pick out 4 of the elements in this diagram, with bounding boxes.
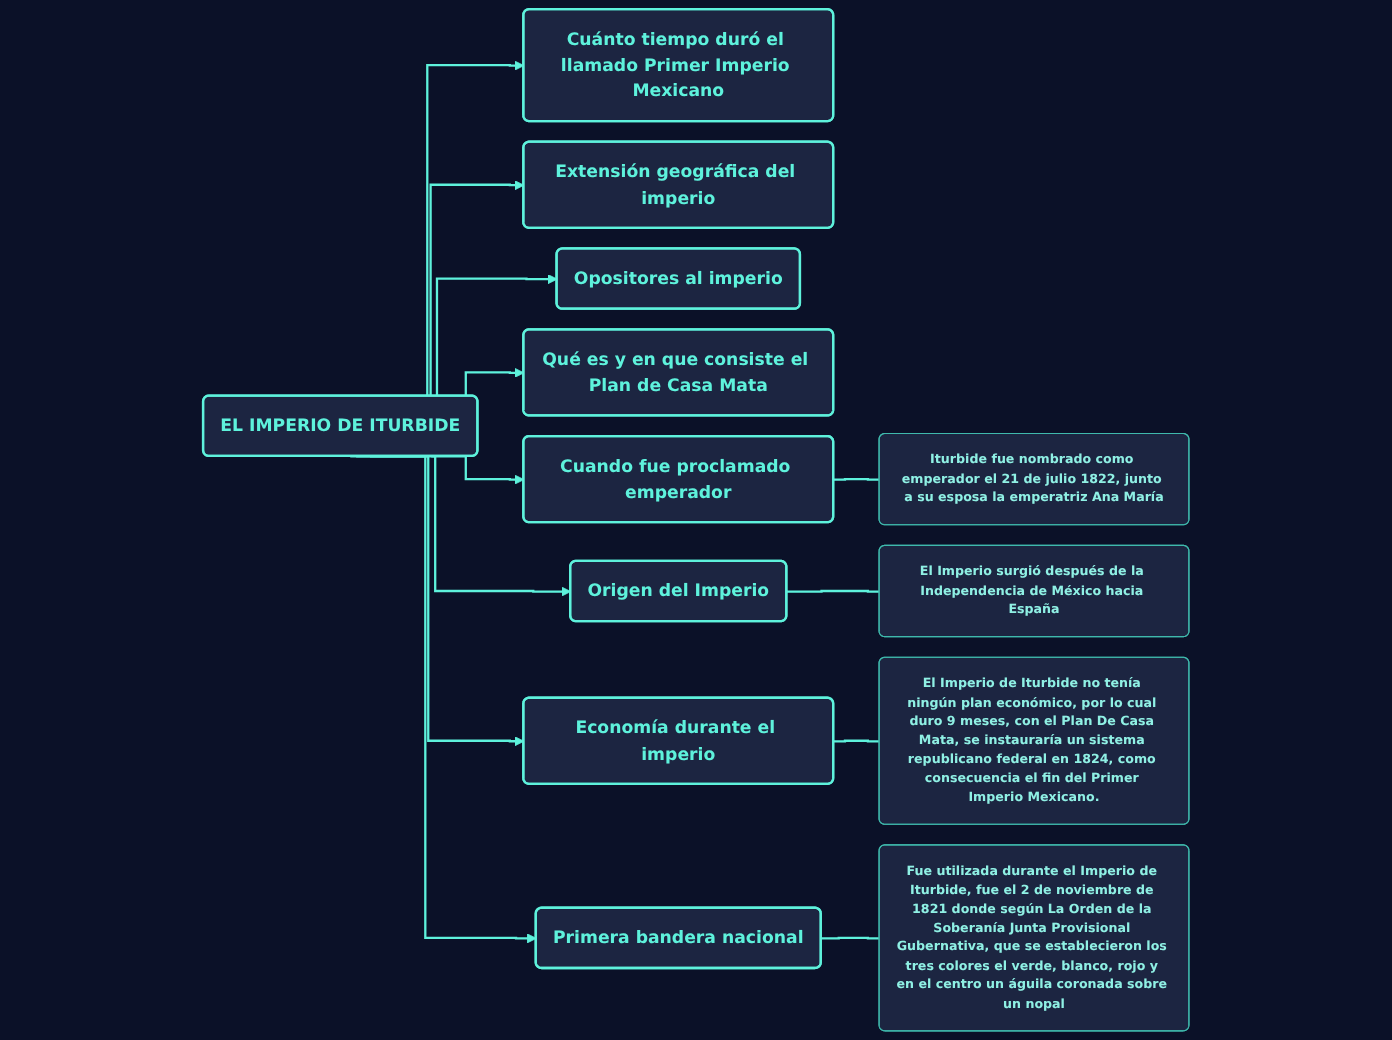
connector [833,477,880,481]
connector [786,589,880,593]
connector [821,936,880,940]
connector [833,739,880,743]
